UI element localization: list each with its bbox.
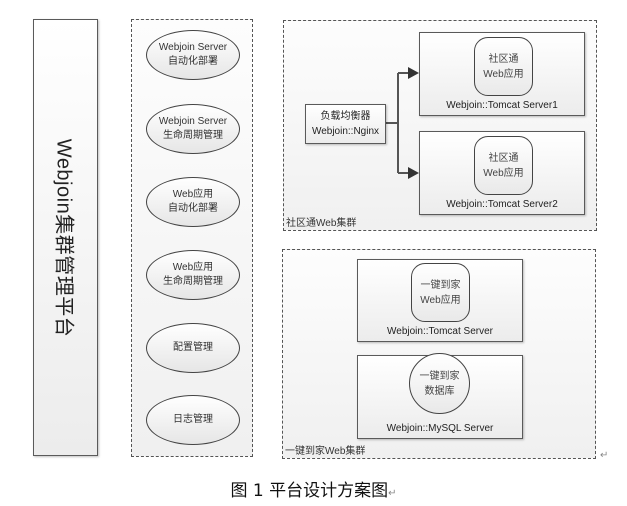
- function-line2: 自动化部署: [168, 56, 218, 67]
- function-ellipse: Web应用 自动化部署: [146, 177, 240, 227]
- figure-caption: 图 1 平台设计方案图↵: [0, 476, 627, 501]
- functions-panel: [131, 19, 253, 457]
- function-line2: 自动化部署: [168, 203, 218, 214]
- app-line1: 一键到家: [420, 279, 461, 291]
- web-app-node: 社区通 Web应用: [474, 37, 533, 96]
- function-line1: Webjoin Server: [158, 116, 228, 127]
- app-line2: Web应用: [483, 68, 524, 80]
- load-balancer-line1: 负载均衡器: [320, 111, 371, 122]
- web-app-node: 一键到家 Web应用: [411, 263, 470, 322]
- function-line1: 日志管理: [173, 414, 213, 425]
- function-ellipse: 配置管理: [146, 323, 240, 373]
- return-mark-icon: ↵: [600, 450, 609, 461]
- function-ellipse: Web应用 生命周期管理: [146, 250, 240, 300]
- arrow-head-icon: [408, 67, 419, 79]
- app-line1: 社区通: [488, 53, 519, 65]
- server-name: Webjoin::Tomcat Server: [387, 326, 493, 337]
- server-name: Webjoin::Tomcat Server2: [446, 199, 558, 210]
- function-ellipse: Webjoin Server 生命周期管理: [146, 104, 240, 154]
- function-ellipse: 日志管理: [146, 395, 240, 445]
- function-line1: 配置管理: [173, 342, 213, 353]
- load-balancer-line2: Webjoin::Nginx: [311, 126, 380, 137]
- app-line2: Web应用: [483, 167, 524, 179]
- function-line1: Web应用: [172, 262, 214, 273]
- app-line1: 社区通: [488, 152, 519, 164]
- server-name: Webjoin::Tomcat Server1: [446, 100, 558, 111]
- platform-box: Webjoin集群管理平台: [33, 19, 98, 456]
- function-ellipse: Webjoin Server 自动化部署: [146, 30, 240, 80]
- community-cluster-label: 社区通Web集群: [286, 218, 357, 229]
- db-line2: 数据库: [424, 385, 455, 397]
- home-cluster-label: 一键到家Web集群: [285, 446, 366, 457]
- server-name: Webjoin::MySQL Server: [386, 423, 494, 434]
- caption-text: 图 1 平台设计方案图: [230, 481, 389, 501]
- arrow-head-icon: [408, 167, 419, 179]
- load-balancer-box: 负载均衡器 Webjoin::Nginx: [305, 104, 386, 144]
- function-line1: Web应用: [172, 189, 214, 200]
- function-line1: Webjoin Server: [158, 42, 228, 53]
- app-line2: Web应用: [420, 294, 461, 306]
- database-node: 一键到家 数据库: [409, 353, 470, 414]
- web-app-node: 社区通 Web应用: [474, 136, 533, 195]
- function-line2: 生命周期管理: [163, 130, 223, 141]
- function-line2: 生命周期管理: [163, 276, 223, 287]
- return-mark-icon: ↵: [388, 488, 397, 499]
- db-line1: 一键到家: [419, 370, 460, 382]
